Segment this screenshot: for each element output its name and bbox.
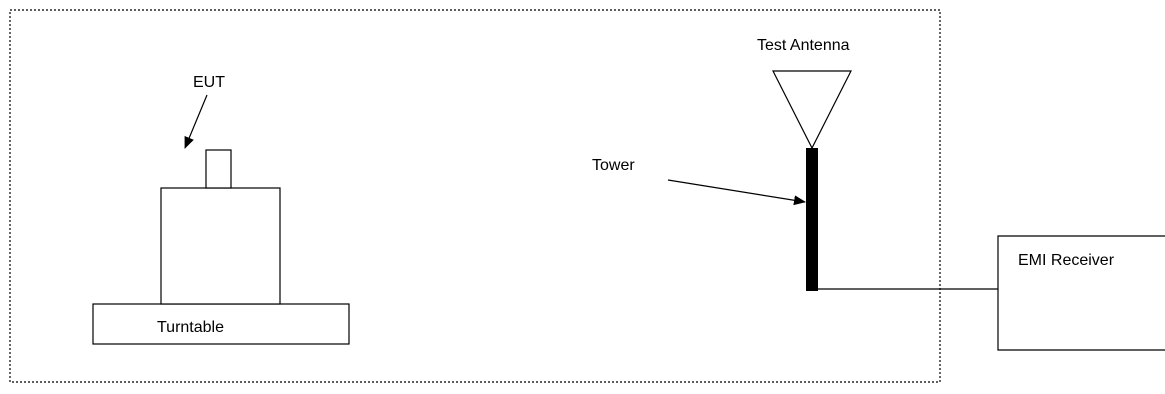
table-box xyxy=(160,187,281,305)
tower-label: Tower xyxy=(592,157,635,174)
test-antenna-label: Test Antenna xyxy=(757,37,850,54)
eut-arrow xyxy=(184,94,208,149)
horn-antenna-icon xyxy=(772,70,852,150)
eut-label: EUT xyxy=(193,74,225,91)
turntable-box xyxy=(92,303,350,345)
test-area-boundary xyxy=(9,9,941,383)
eut-box xyxy=(205,149,232,189)
emi-receiver-label: EMI Receiver xyxy=(1018,252,1115,269)
tower-mast xyxy=(806,148,818,291)
tower-arrow xyxy=(667,179,806,206)
turntable-label: Turntable xyxy=(157,319,224,336)
emi-receiver-box xyxy=(997,235,1165,351)
